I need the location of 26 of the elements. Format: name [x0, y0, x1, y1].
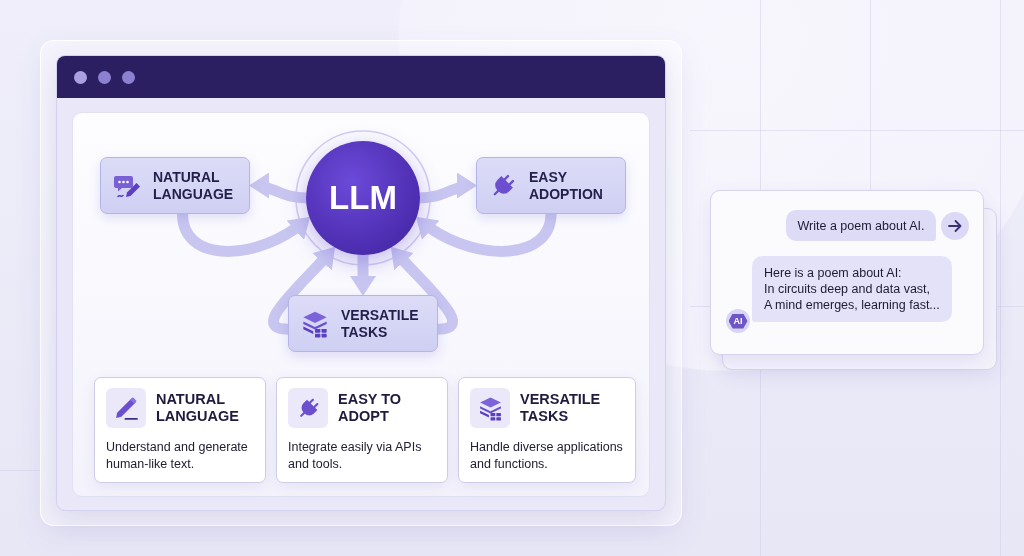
card-description: Integrate easily via APIs and tools. — [288, 439, 423, 473]
chat-bubble — [752, 256, 952, 322]
feature-card — [94, 377, 266, 483]
message-text: Write a poem about AI. — [797, 217, 925, 234]
card-heading: EASY TO ADOPT — [338, 390, 403, 426]
hub-label: LLM — [329, 179, 397, 217]
feature-card — [458, 377, 636, 483]
arrow — [350, 255, 376, 296]
feature-box — [288, 295, 438, 352]
message-text: A mind emerges, learning fast... — [764, 297, 940, 313]
feature-box — [100, 157, 250, 214]
card-description: Understand and generate human-like text. — [106, 439, 249, 473]
box-label: NATURAL LANGUAGE — [153, 169, 235, 202]
arrow — [249, 173, 307, 204]
feature-box — [476, 157, 626, 214]
arrow — [419, 173, 477, 204]
message-text: In circuits deep and data vast, — [764, 281, 932, 297]
card-heading: NATURAL LANGUAGE — [156, 390, 240, 426]
box-label: EASY ADOPTION — [529, 169, 604, 202]
message-text: Here is a poem about AI: — [764, 265, 903, 281]
chat-bubble — [786, 210, 936, 241]
feature-card — [276, 377, 448, 483]
avatar-label: AI — [728, 313, 748, 329]
card-description: Handle diverse applications and functions. — [470, 439, 624, 473]
card-heading: VERSATILE TASKS — [520, 390, 602, 426]
box-label: VERSATILE TASKS — [341, 307, 420, 340]
